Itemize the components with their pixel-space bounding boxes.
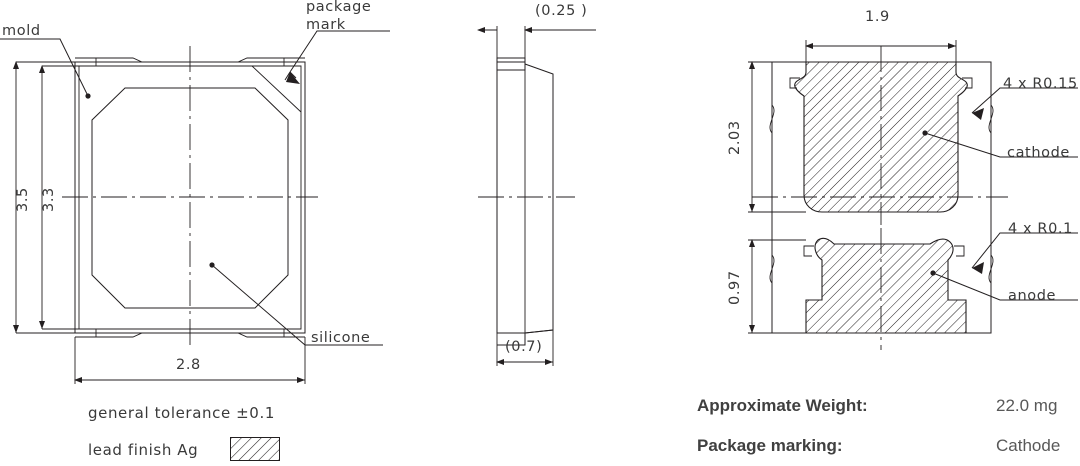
- spec-label-package-marking: Package marking:: [697, 436, 843, 455]
- dimension-height-overall: 3.5: [15, 187, 31, 212]
- dimension-pad-width: 1.9: [865, 9, 890, 25]
- spec-value-package-marking: Cathode: [996, 436, 1061, 455]
- callout-package-mark-line1: package: [306, 0, 372, 15]
- note-general-tolerance: general tolerance ±0.1: [88, 404, 275, 422]
- callout-radius-anode-label: 4 x R0.1: [1008, 221, 1073, 237]
- callout-mold-label: mold: [2, 23, 41, 39]
- callout-radius-cathode-label: 4 x R0.15: [1003, 76, 1078, 92]
- dimension-anode-height: 0.97: [727, 270, 743, 305]
- dimension-body-thickness: (0.7): [505, 339, 543, 355]
- callout-cathode-label: cathode: [1007, 145, 1070, 161]
- dimension-cathode-height: 2.03: [727, 120, 743, 155]
- top-view-geometry: [0, 30, 390, 384]
- callout-silicone-label: silicone: [311, 330, 371, 346]
- side-view-geometry: [477, 26, 596, 366]
- dimension-width-overall: 2.8: [176, 357, 201, 373]
- hatch-swatch-icon: [231, 438, 279, 460]
- note-lead-finish: lead finish Ag: [88, 441, 199, 459]
- pad-view-geometry: [748, 40, 1078, 350]
- callout-anode-label: anode: [1008, 288, 1057, 304]
- callout-package-mark-line2: mark: [306, 17, 346, 33]
- spec-value-approximate-weight: 22.0 mg: [996, 396, 1058, 415]
- spec-label-approximate-weight: Approximate Weight:: [697, 396, 868, 415]
- dimension-lead-thickness: (0.25 ): [535, 3, 588, 19]
- dimension-height-inner: 3.3: [41, 187, 57, 212]
- lead-finish-hatch-swatch: [230, 437, 280, 461]
